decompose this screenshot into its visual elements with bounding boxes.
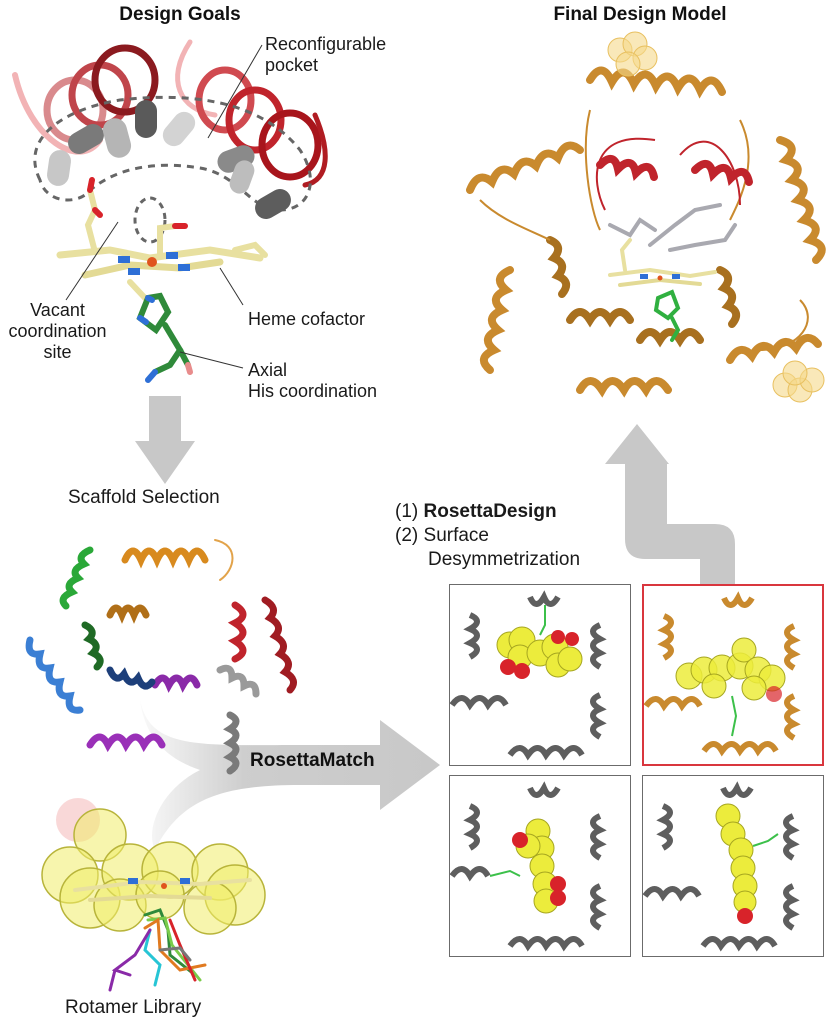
step-2-continued: Desymmetrization — [428, 549, 581, 570]
callout-line: site — [43, 342, 72, 362]
helix-blue-icon — [25, 636, 84, 714]
design-steps-label: (1) RosettaDesign (2) Surface Desymmetri… — [395, 500, 580, 572]
surface-residues-icon — [607, 31, 825, 403]
callout-reconfigurable-pocket: Reconfigurable pocket — [265, 34, 386, 76]
pocket-residues-icon — [47, 100, 291, 219]
helix-orange-top-icon — [586, 66, 726, 99]
helix-red-icon — [227, 601, 247, 663]
design-goals-title: Design Goals — [119, 4, 241, 25]
match-panel-1[interactable] — [449, 584, 631, 766]
callout-line: Vacant — [30, 300, 85, 320]
helix-darkblue-icon — [106, 666, 156, 690]
rosettamatch-arrow-icon — [140, 700, 440, 850]
callout-line: His coordination — [248, 381, 378, 401]
elbow-arrow-icon — [605, 424, 735, 589]
callout-axial-his: Axial His coordination — [248, 360, 377, 402]
rosettamatch-label: RosettaMatch — [250, 750, 375, 771]
design-goals-illustration — [12, 39, 328, 383]
down-arrow-icon — [135, 396, 195, 484]
helix-darkgreen-icon — [81, 621, 104, 671]
rotamer-library-title: Rotamer Library — [65, 997, 202, 1018]
axial-histidine-icon — [136, 292, 193, 383]
step-1: (1) RosettaDesign — [395, 500, 580, 524]
callout-line: Reconfigurable — [265, 34, 387, 54]
step-1-number: (1) — [395, 501, 419, 522]
match-panel-3[interactable] — [449, 775, 631, 957]
callout-line: pocket — [265, 55, 319, 75]
callout-vacant-site: Vacant coordination site — [0, 300, 115, 363]
helix-green-icon — [59, 546, 94, 610]
helix-grey-icon — [216, 664, 260, 698]
step-2-number: (2) — [395, 525, 419, 546]
match-panel-4[interactable] — [642, 775, 824, 957]
callout-heme-cofactor: Heme cofactor — [248, 309, 366, 329]
vacant-site-outline — [133, 196, 167, 244]
red-helix-right-icon — [175, 39, 328, 188]
rotamer-library-illustration — [41, 798, 266, 992]
step-2: (2) Surface — [395, 524, 580, 548]
scaffold-hexamer-illustration — [25, 539, 297, 775]
helix-purple-icon — [151, 674, 201, 693]
callout-line: coordination — [8, 321, 107, 341]
step-1-label: RosettaDesign — [423, 501, 557, 522]
match-panel-2-selected[interactable] — [642, 584, 824, 766]
scaffold-selection-title: Scaffold Selection — [68, 487, 220, 508]
helix-orange-icon — [121, 547, 209, 569]
final-design-model-title: Final Design Model — [553, 4, 727, 25]
step-2-label: Surface — [423, 525, 489, 546]
pocket-outline — [33, 95, 312, 212]
callout-line: Axial — [248, 360, 288, 380]
helix-red-pocket-icon — [596, 155, 658, 181]
heme-cofactor-icon — [56, 177, 268, 301]
heme-final-icon — [608, 238, 717, 342]
final-design-model-illustration — [466, 31, 826, 403]
